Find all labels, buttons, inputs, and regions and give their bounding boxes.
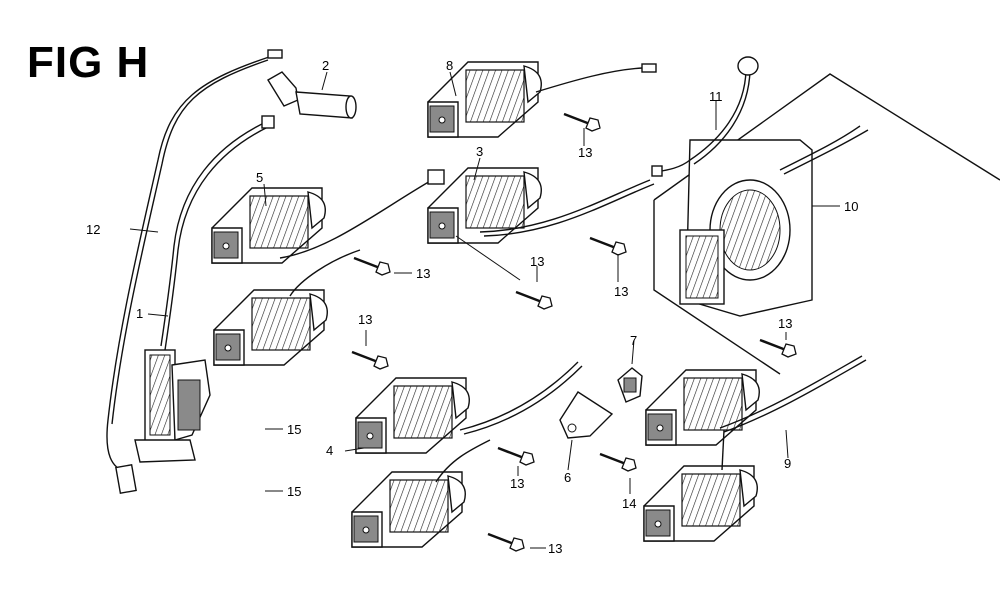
coil-lower-middle — [351, 471, 466, 548]
callout-labels: 1 2 3 4 5 6 7 8 9 10 11 12 13 13 13 13 1… — [86, 58, 858, 556]
callout-11: 11 — [709, 89, 723, 104]
callout-5: 5 — [256, 170, 263, 185]
callout-2: 2 — [322, 58, 329, 73]
leader-lines — [129, 71, 840, 549]
part-9-wire — [719, 355, 863, 429]
callout-15-b: 15 — [287, 484, 301, 499]
callout-10: 10 — [844, 199, 858, 214]
callout-13-e: 13 — [358, 312, 372, 327]
part-5-wire — [279, 179, 433, 259]
part-11-plug-lead — [651, 56, 759, 177]
part-5-coil — [211, 187, 326, 264]
part-4-coil — [355, 377, 470, 454]
callout-6: 6 — [564, 470, 571, 485]
callout-13-a: 13 — [578, 145, 592, 160]
coil-lower-left — [213, 289, 328, 366]
callout-4: 4 — [326, 443, 333, 458]
callout-13-g: 13 — [510, 476, 524, 491]
callout-12: 12 — [86, 222, 100, 237]
part-7-clip — [617, 367, 643, 403]
part-12-cable — [106, 49, 283, 495]
part-8-wire — [535, 67, 643, 93]
callout-15-a: 15 — [287, 422, 301, 437]
callout-7: 7 — [630, 333, 637, 348]
part-2-plug-cap — [267, 71, 357, 119]
part-9-coil-upper — [645, 369, 760, 446]
part-8-coil — [427, 61, 542, 138]
part-6-bracket — [559, 391, 614, 439]
callout-1: 1 — [136, 306, 143, 321]
part-9-coil-lower — [643, 465, 758, 542]
part-10-stator-housing — [653, 73, 1000, 375]
callout-14: 14 — [622, 496, 636, 511]
callout-13-f: 13 — [778, 316, 792, 331]
part-3-wire — [479, 179, 651, 233]
callout-8: 8 — [446, 58, 453, 73]
figure-title: FIG H — [27, 38, 150, 87]
callout-13-h: 13 — [548, 541, 562, 556]
callout-13-b: 13 — [614, 284, 628, 299]
callout-3: 3 — [476, 144, 483, 159]
part-1-ignition-coil — [134, 115, 275, 463]
callout-13-c: 13 — [530, 254, 544, 269]
callout-13-d: 13 — [416, 266, 430, 281]
part-4-wire — [459, 361, 579, 431]
callout-9: 9 — [784, 456, 791, 471]
